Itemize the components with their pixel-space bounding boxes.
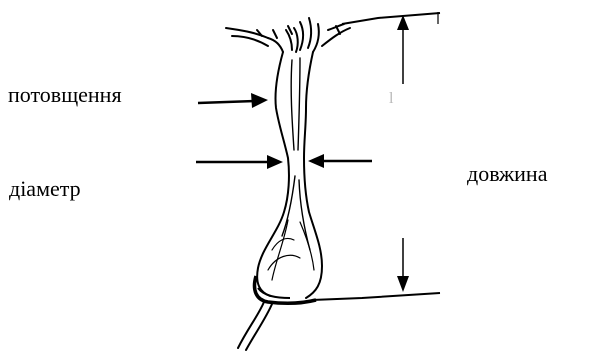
stem-base <box>255 276 317 303</box>
faded-text-fragment: l <box>389 91 394 107</box>
label-diameter: діаметр <box>9 178 81 200</box>
root <box>238 302 272 350</box>
thickening-arrow-icon <box>198 93 268 108</box>
stem-outline <box>257 52 322 298</box>
bottom-cut-line <box>312 293 440 300</box>
label-length: довжина <box>467 163 547 185</box>
diameter-left-arrow-icon <box>196 155 283 169</box>
diameter-right-arrow-icon <box>308 154 372 168</box>
top-cut-line <box>342 13 440 24</box>
label-thickening: потовщення <box>8 84 122 106</box>
length-arrow-bottom-icon <box>397 276 409 292</box>
upper-shoots <box>226 18 350 52</box>
